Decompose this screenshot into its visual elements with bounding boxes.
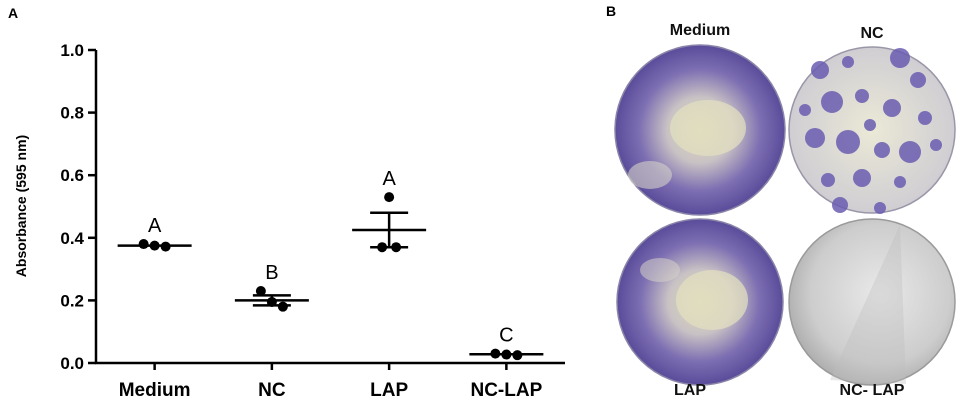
data-point [377,242,388,253]
y-tick-label: 0.4 [60,229,84,248]
y-tick-label: 0.2 [60,291,84,310]
plaque-spot [883,99,901,117]
y-tick-label: 0.6 [60,166,84,185]
panel-a: A Absorbance (595 nm) 0.0 0.2 0.4 0.6 0.8 1.0… [8,5,565,401]
chart-marks: A B A C [117,168,544,361]
y-axis-label: Absorbance (595 nm) [13,135,29,277]
significance-letter: A [148,215,162,237]
data-point [501,349,512,360]
data-point [160,241,171,252]
panel-a-label: A [8,5,18,21]
plaque-spot [899,141,921,163]
y-tick-label: 1.0 [60,41,84,60]
significance-letter: C [499,325,513,347]
plaque-spot [894,176,906,188]
plaque-spot [874,202,886,214]
plaque-spot [853,169,871,187]
data-point [490,348,501,359]
absorbance-chart: A Absorbance (595 nm) 0.0 0.2 0.4 0.6 0.8 1.0… [8,5,565,401]
plate-label-nc-lap: NC- LAP [839,382,905,399]
plaque-spot [890,48,910,68]
panel-b: B Medium NC LAP NC- LAP [600,0,957,403]
y-tick-label: 0.8 [60,104,84,123]
plaque-spot [842,56,854,68]
plaque-spot [832,197,848,213]
plate-lap [616,218,784,386]
plate-label-lap: LAP [674,382,706,399]
plaque-spot [918,111,932,125]
plaque-spot [836,130,860,154]
plate-nc-lap [788,218,956,386]
plate-nc [788,46,956,214]
y-tick-label: 0.0 [60,354,84,373]
plaque-spot [855,89,869,103]
significance-letter: A [382,168,396,190]
significance-letter: B [265,262,278,284]
data-point [384,192,395,203]
plate-medium [614,44,786,216]
data-point [255,286,266,297]
data-point [266,296,277,307]
plate-label-nc: NC [860,25,884,42]
plaque-spot [910,72,926,88]
plaque-spot [930,139,942,151]
plate-photos: B [606,3,956,386]
data-point [277,301,288,312]
x-tick-label: NC [258,380,286,401]
data-point [391,242,402,253]
plaque-spot [799,104,811,116]
x-tick-label: LAP [370,380,408,401]
data-point [149,240,160,251]
plaque-spot [864,119,876,131]
plaque-spot [874,142,890,158]
data-point [138,239,149,250]
data-point [512,350,523,361]
plate-label-medium: Medium [669,22,731,39]
plaque-spot [821,91,843,113]
panel-b-label: B [606,3,616,19]
plaque-spot [805,128,825,148]
plaque-spot [821,173,835,187]
plaque-spot [811,61,829,79]
x-tick-label: NC-LAP [470,380,542,401]
x-tick-label: Medium [119,380,191,401]
